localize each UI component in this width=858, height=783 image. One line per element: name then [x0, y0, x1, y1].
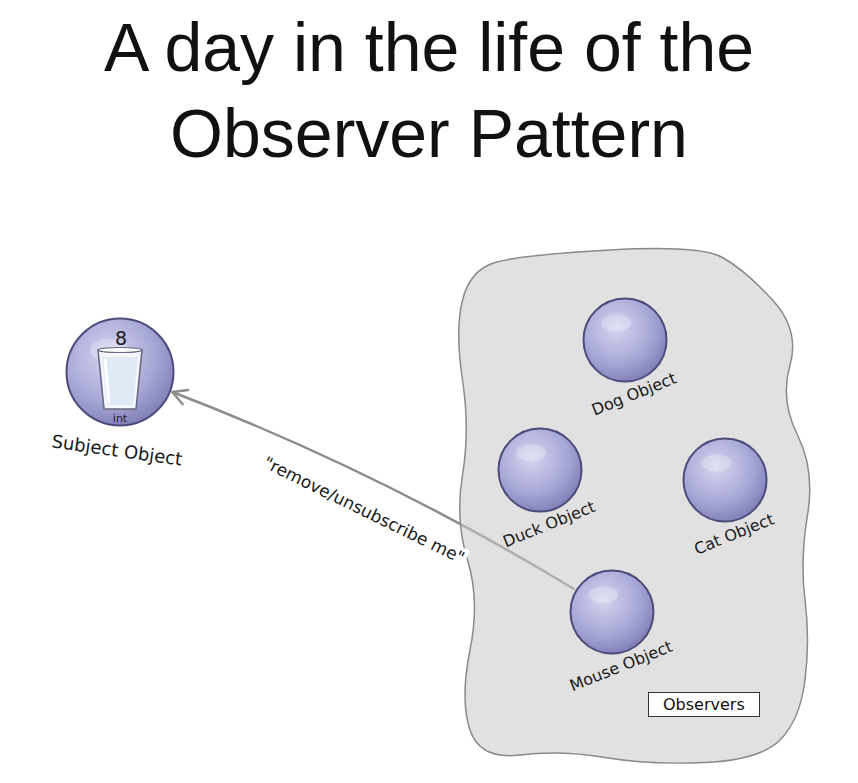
sphere-highlight: [601, 314, 631, 331]
sphere: [67, 319, 174, 426]
region-blob: [459, 249, 810, 764]
object-label: Subject Object: [50, 430, 183, 469]
diagram-title: A day in the life of the Observer Patter…: [29, 4, 829, 176]
type-label: int: [113, 412, 127, 425]
glass-shine: [105, 359, 109, 403]
duck-object: Duck Object: [497, 427, 583, 513]
sphere-outline: [497, 427, 583, 513]
sphere-highlight: [516, 444, 546, 461]
glass-water: [102, 357, 138, 405]
sphere: [499, 429, 582, 512]
glass-body: [98, 350, 142, 409]
mouse-object: Mouse Object: [569, 569, 655, 655]
sphere: [571, 571, 654, 654]
value-number: 8: [115, 327, 127, 349]
arrow-head: [172, 390, 188, 404]
dog-object: Dog Object: [582, 297, 668, 383]
observers-region: Observers Dog ObjectDuck Object Cat Object…: [450, 240, 820, 770]
cat-object: Cat Object: [682, 437, 768, 523]
subject-object: 8intSubject Object: [65, 317, 175, 427]
sphere-outline: [682, 437, 768, 523]
sphere-outline: [569, 569, 655, 655]
edge-label: "remove/unsubscribe me": [257, 451, 470, 569]
region-label: Observers: [648, 692, 760, 717]
sphere: [584, 299, 667, 382]
sphere-outline: [582, 297, 668, 383]
sphere-highlight: [588, 586, 618, 603]
sphere: [684, 439, 767, 522]
sphere-highlight: [701, 454, 731, 471]
